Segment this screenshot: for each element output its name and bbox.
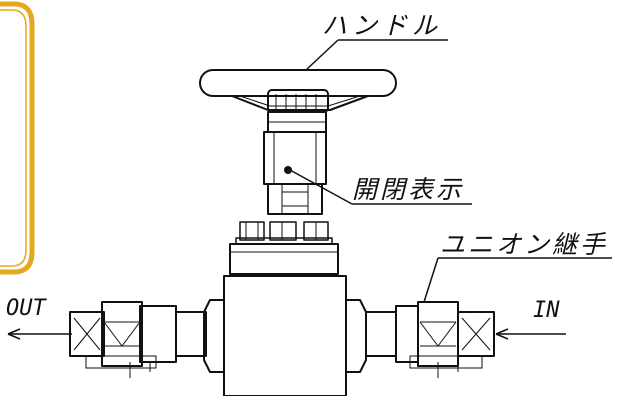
handwheel [199,69,397,111]
leader-union [423,257,612,303]
valve-body [223,275,347,397]
leader-handle [305,39,448,71]
inlet-label: IN [533,298,560,323]
outlet-arrow [7,328,72,340]
stem [263,131,327,185]
leader-indicator [289,169,472,205]
bonnet-flange [229,243,339,275]
union-joint-left [69,301,207,378]
inlet-arrow [495,328,566,340]
outlet-label: OUT [6,296,46,321]
union-joint-right [365,301,495,378]
bonnet-bolts [235,221,333,245]
open-close-indicator-label: 開閉表示 [352,175,465,204]
handwheel-hub [267,89,329,113]
union-joint-label: ユニオン継手 [440,230,609,259]
handle-label: ハンドル [322,11,443,40]
callout-frame [0,1,35,275]
